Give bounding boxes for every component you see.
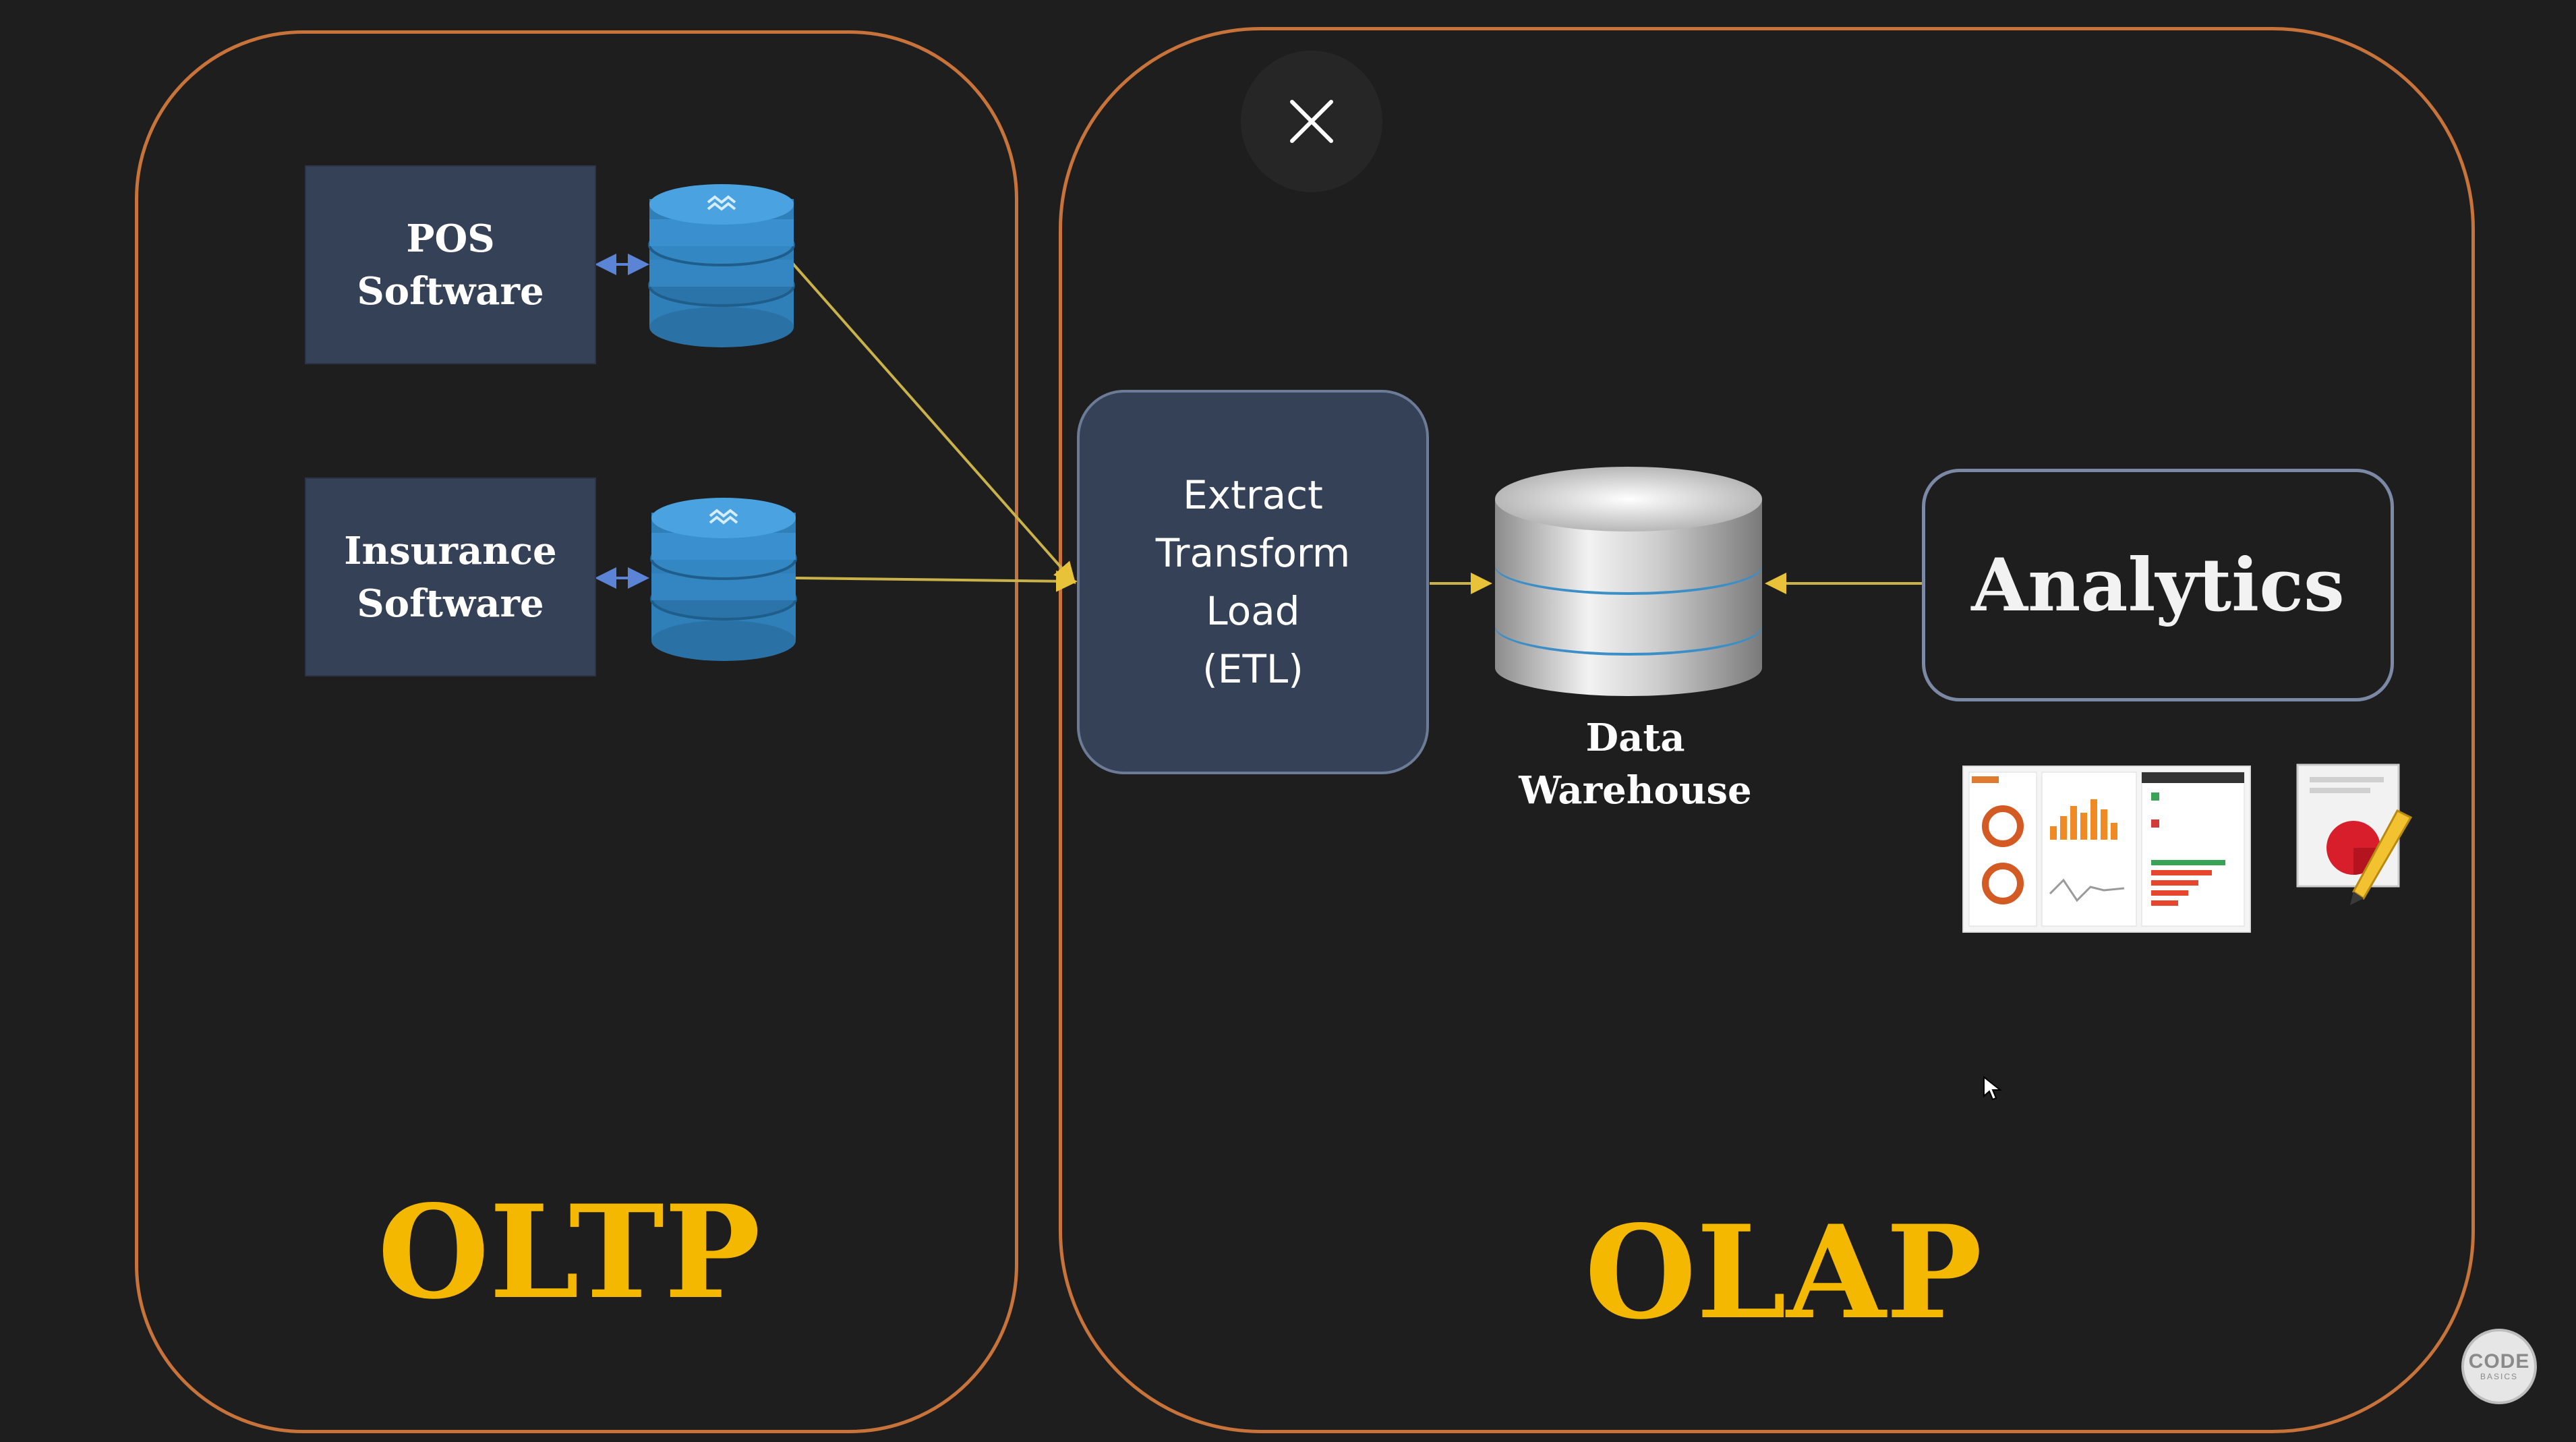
insurance-software-line1: Insurance xyxy=(344,528,557,573)
etl-line-abbrev: (ETL) xyxy=(1202,646,1304,692)
pos-software-line2: Software xyxy=(357,268,544,314)
etl-line-load: Load xyxy=(1206,588,1300,634)
analytics-box: Analytics xyxy=(1922,469,2394,701)
olap-panel xyxy=(1059,27,2475,1433)
pos-software-box: POS Software xyxy=(305,165,596,364)
pos-software-line1: POS xyxy=(406,216,495,261)
data-warehouse-label: Data Warehouse xyxy=(1487,712,1784,817)
insurance-software-line2: Software xyxy=(357,581,544,626)
codebasics-logo: CODE BASICS xyxy=(2461,1329,2537,1404)
analytics-label: Analytics xyxy=(1971,542,2345,628)
etl-box: Extract Transform Load (ETL) xyxy=(1077,390,1429,774)
etl-line-extract: Extract xyxy=(1183,472,1323,518)
dashboard-report-icon xyxy=(1962,766,2251,933)
pos-db-to-etl-arrow xyxy=(791,262,1076,584)
logo-text-main: CODE xyxy=(2468,1350,2530,1373)
oltp-panel xyxy=(135,30,1018,1433)
data-warehouse-line1: Data xyxy=(1585,716,1685,760)
insurance-database-icon xyxy=(650,498,797,661)
olap-label: OLAP xyxy=(1585,1197,1983,1348)
pie-chart-report-icon xyxy=(2296,763,2413,905)
insurance-software-box: Insurance Software xyxy=(305,478,596,676)
close-icon xyxy=(1290,100,1333,143)
insurance-db-to-etl-arrow xyxy=(795,570,1078,592)
logo-text-sub: BASICS xyxy=(2480,1372,2518,1381)
mouse-cursor-icon xyxy=(1983,1076,2002,1101)
pos-database-icon xyxy=(648,184,795,347)
data-warehouse-icon xyxy=(1495,467,1762,696)
etl-line-transform: Transform xyxy=(1155,530,1351,576)
close-button[interactable] xyxy=(1241,51,1382,192)
data-warehouse-line2: Warehouse xyxy=(1519,768,1752,813)
oltp-label: OLTP xyxy=(378,1177,761,1327)
